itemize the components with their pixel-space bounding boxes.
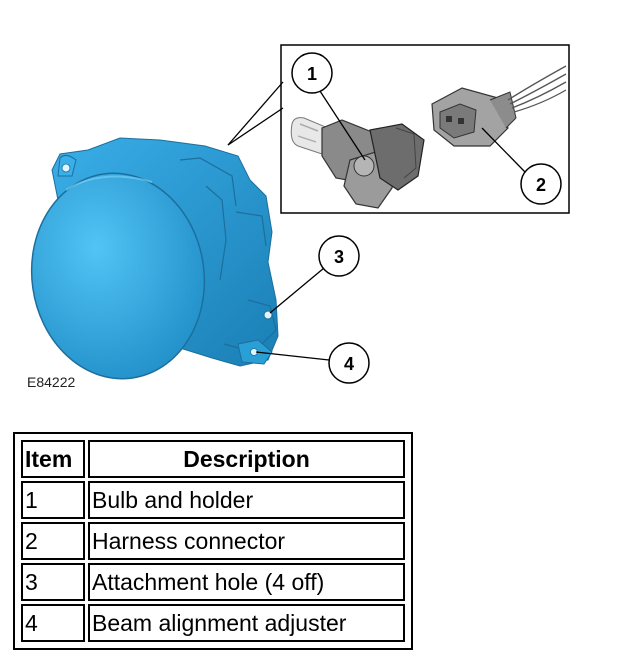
harness-wires: [507, 65, 567, 113]
table-row: 2 Harness connector: [21, 522, 405, 560]
legend-cell-description: Beam alignment adjuster: [88, 604, 405, 642]
legend-cell-description: Attachment hole (4 off): [88, 563, 405, 601]
fog-lamp-diagram: 1 2 3 4 E84222: [27, 44, 570, 390]
legend-cell-item: 1: [21, 481, 85, 519]
table-row: 1 Bulb and holder: [21, 481, 405, 519]
legend-header-item: Item: [21, 440, 85, 478]
callout-3-leader: [269, 267, 325, 314]
legend-cell-description: Harness connector: [88, 522, 405, 560]
callout-4-label: 4: [344, 354, 354, 374]
callout-3-circle: [318, 235, 360, 277]
legend-cell-item: 4: [21, 604, 85, 642]
legend-header-row: Item Description: [21, 440, 405, 478]
inset-leader-lower: [227, 107, 284, 146]
callout-1-circle: [291, 52, 333, 94]
table-row: 3 Attachment hole (4 off): [21, 563, 405, 601]
bulb-holder: [321, 119, 425, 209]
legend-cell-item: 3: [21, 563, 85, 601]
fog-lamp-lens: [30, 172, 206, 380]
callout-4-leader: [255, 351, 330, 361]
callout-4-circle: [328, 342, 370, 384]
legend-cell-description: Bulb and holder: [88, 481, 405, 519]
figure-id-label: E84222: [27, 374, 75, 390]
callout-1-label: 1: [307, 64, 317, 84]
table-row: 4 Beam alignment adjuster: [21, 604, 405, 642]
inset-leader-upper: [227, 81, 284, 146]
callout-2-leader: [481, 127, 526, 173]
callout-3-label: 3: [334, 247, 344, 267]
legend-header-description: Description: [88, 440, 405, 478]
harness-connector: [431, 87, 517, 147]
callout-2-label: 2: [536, 175, 546, 195]
callout-1-leader: [317, 87, 366, 161]
legend-cell-item: 2: [21, 522, 85, 560]
legend-table: Item Description 1 Bulb and holder 2 Har…: [13, 432, 413, 650]
callout-2-circle: [520, 163, 562, 205]
